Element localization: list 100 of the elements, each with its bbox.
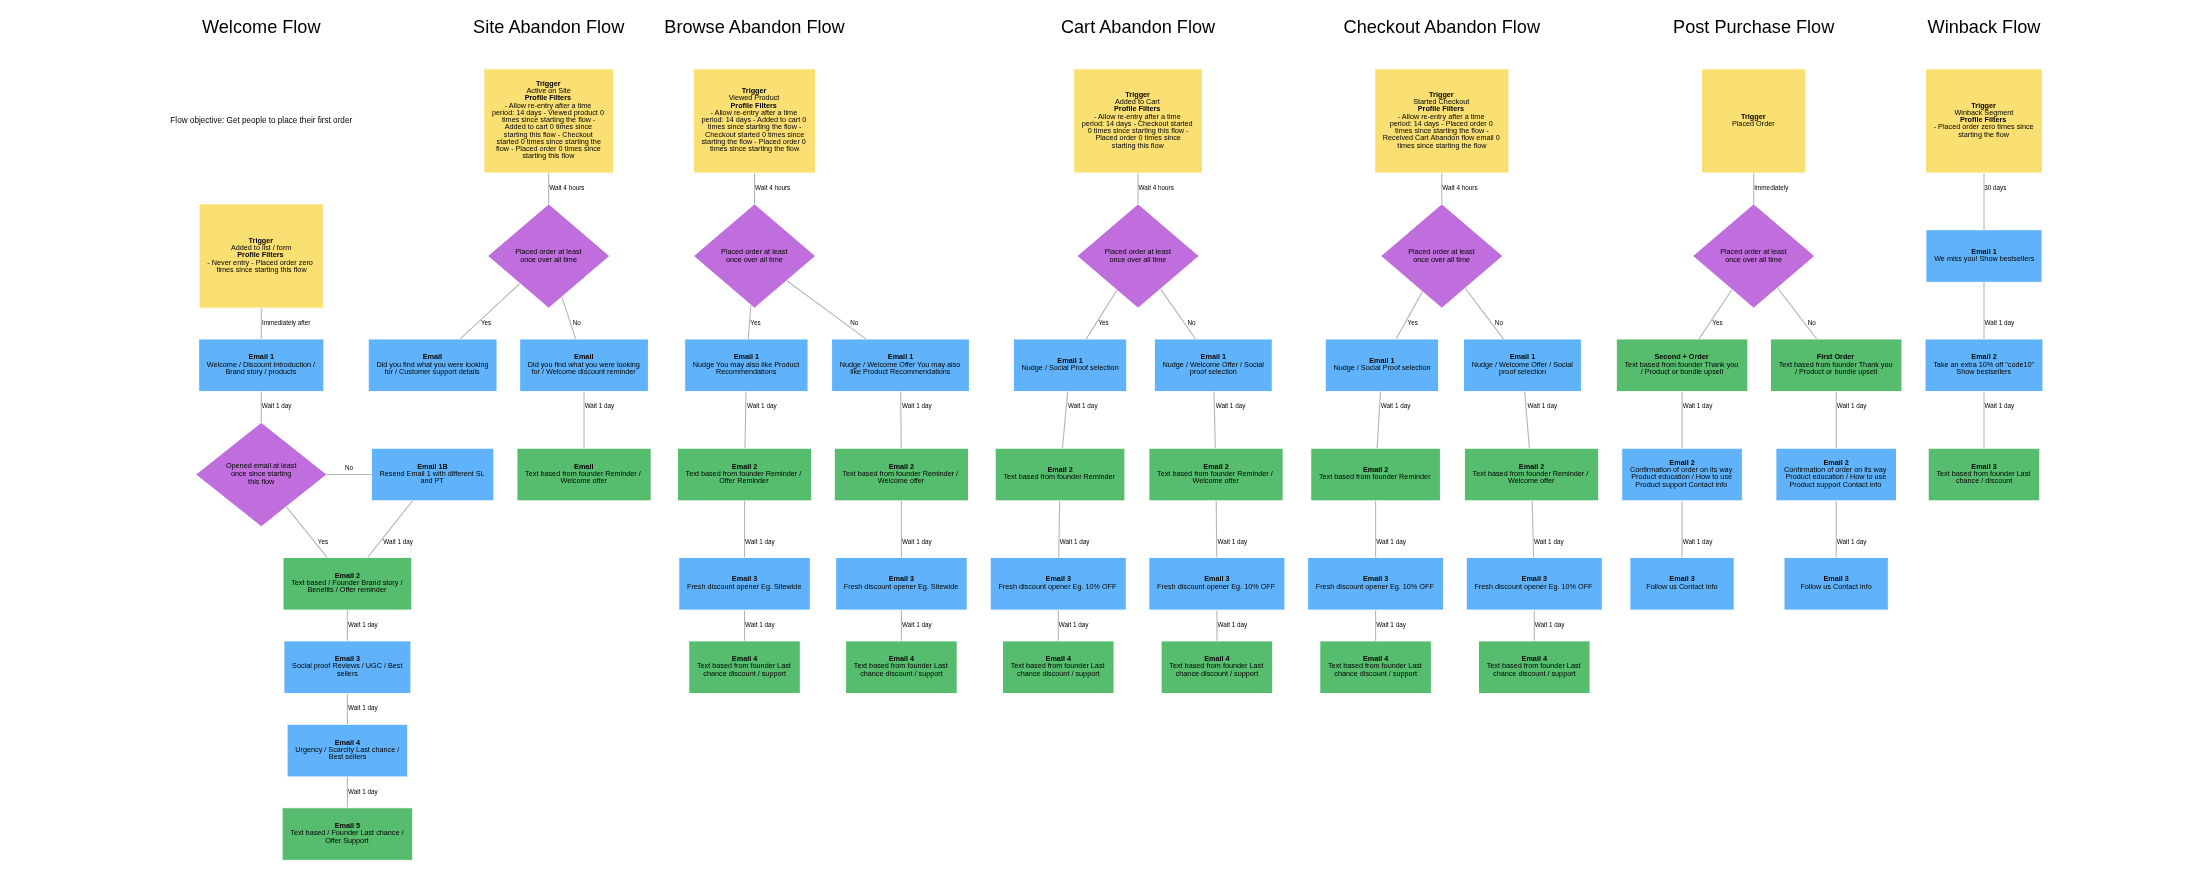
node-box: Trigger Viewed Product Profile Filters - Allow re-entry after a time period: 14 days - Added to cart 0 times since starting the flow - Checkout started 0 times since starting the flow - Placed order 0 times since starting the flow [692,68,816,174]
connector [1752,172,1754,205]
connector [900,500,902,558]
connector [1137,172,1139,205]
connector [899,391,902,449]
node-box: Email 3 Social proof Reviews / UGC / Best sellers [283,640,411,694]
connector [743,391,746,449]
connector [1057,500,1060,558]
node-box: Email 1 Nudge / Welcome Offer / Social proof selection [1462,338,1582,393]
connector [900,609,902,642]
connector [1776,287,1817,340]
node-box: Second + Order Text based from founder Thank you / Product or bundle upsell [1615,338,1748,393]
connector [1374,609,1376,642]
node-box: Email 2 Text based from founder Reminder [1309,447,1441,502]
connector [1835,500,1837,558]
node-box: Email 1 Nudge / Welcome Offer / Social proof selection [1153,338,1273,393]
connector [1061,391,1068,449]
node-box: Email 2 Text based from founder Reminder / Offer Reminder [676,447,812,502]
connector [260,307,262,340]
node-box: Email 2 Text based from founder Reminder / Welcome offer [1463,447,1599,502]
connector [747,304,751,340]
label: Welcome Flow [201,16,321,37]
connector [285,506,328,558]
connector [1523,391,1530,449]
connector [743,500,745,558]
label: Browse Abandon Flow [663,16,845,37]
node-box: Email 4 Text based from founder Last chance discount / support [844,640,958,694]
connector [346,776,348,809]
node-box: Trigger Added to list / form Profile Filters - Never entry - Placed order zero times since starting this flow [198,203,324,309]
node-box: Email 3 Follow us Contact info [1783,557,1889,611]
node-diamond: Placed order at least once over all time [486,203,610,309]
node-box: Email 3 Fresh discount opener Eg. Sitewide [677,557,811,611]
node-box: Email 1 Nudge / Social Proof selection [1012,338,1127,393]
node-box: Trigger Started Checkout Profile Filters - Allow re-entry after a time period: 14 days - Placed order 0 times since starting the flow - Received Cart Abandon flow email 0 times since starting the flow [1373,68,1509,174]
node-box: Trigger Winback Segment Profile Filters - Placed order zero times since starting the flow [1924,68,2043,174]
node-box: Email 3 Fresh discount opener Eg. 10% OFF [989,557,1127,611]
connector [1681,500,1683,558]
node-box: Email 2 Confirmation of order on its way Product education / How to use Product support Contact info [1620,447,1743,502]
connector [346,609,348,642]
node-box: Trigger Added to Cart Profile Filters - Allow re-entry after a time period: 14 days - Checkout started 0 times since starting this flow - Placed order 0 times since starting this flow [1072,68,1203,174]
node-box: Email 4 Text based from founder Last chance discount / support [687,640,801,694]
connector [260,391,262,423]
node-box: Email 4 Text based from founder Last chance discount / support [1001,640,1114,694]
connector [346,693,348,725]
connector [1215,500,1217,558]
label: Winback Flow [1927,16,2040,37]
connector [1835,391,1837,449]
node-box: Email 3 Fresh discount opener Eg. Sitewide [834,557,968,611]
node-box: Email 2 Confirmation of order on its way Product education / How to use Product support Contact info [1774,447,1897,502]
node-diamond: Placed order at least once over all time [1691,203,1815,309]
node-box: Email 5 Text based / Founder Last chance / Offer Support [281,807,413,861]
connector [1531,500,1534,558]
node-box: Email 2 Text based from founder Reminder / Welcome offer [833,447,969,502]
connector [583,391,585,449]
node-box: Email 4 Urgency / Scarcity Last chance / Best sellers [286,723,408,778]
connector [1376,391,1381,449]
label: Post Purchase Flow [1672,16,1834,37]
connector [1395,291,1423,340]
node-box: Email 4 Text based from founder Last chance discount / support [1477,640,1590,694]
node-box: Email 2 Text based from founder Reminder / Welcome offer [1147,447,1284,502]
node-diamond: Placed order at least once over all time [1076,203,1199,309]
connector [1464,287,1504,340]
node-box: Email 2 Text based / Founder Brand story / Benefits / Offer reminder [282,557,412,611]
node-box: Email 4 Text based from founder Last chance discount / support [1160,640,1273,694]
node-diamond: Placed order at least once over all time [1379,203,1503,309]
node-box: Email Text based from founder Reminder / Welcome offer [516,447,652,502]
connector [560,296,576,340]
node-box: Trigger Active on Site Profile Filters - Allow re-entry after a time period: 14 days - Viewed product 0 times since starting the flow - Added to cart 0 times since starting this flow - Checkout started 0 times since starting the flow - Placed order 0 times since starting this flow [482,68,614,174]
connector [1374,500,1376,558]
label: Cart Abandon Flow [1060,16,1215,37]
node-box: Email 1 We miss you! Show bestsellers [1925,229,2042,283]
connector [325,474,372,476]
node-box: Email 1 Nudge You may also like Product Recommendations [683,338,808,393]
node-box: Trigger Placed Order [1700,68,1806,174]
node-box: Email 3 Fresh discount opener Eg. 10% OFF [1147,557,1285,611]
connector [1085,289,1117,340]
connector [1212,391,1216,449]
connector [1982,391,1985,449]
connector [1159,288,1196,340]
node-box: Email 2 Text based from founder Reminder [994,447,1125,502]
node-box: Email 1 Welcome / Discount Introduction / Brand story / products [197,338,324,393]
node-box: Email 1B Resend Email 1 with different SL and PT [370,447,494,502]
connector [1057,609,1059,642]
connector [1215,609,1217,642]
node-box: Email Did you find what you were looking for / Customer support details [367,338,497,393]
node-box: Email 1 Nudge / Welcome Offer You may also like Product Recommendations [830,338,970,393]
connector [743,609,745,642]
connector [1698,289,1732,340]
connector [1681,391,1683,449]
label: Site Abandon Flow [472,16,624,37]
node-box: Email 1 Nudge / Social Proof selection [1324,338,1439,393]
connector [753,172,755,205]
connector [1982,281,1985,340]
node-diamond: Placed order at least once over all time [692,203,816,309]
connector [785,280,866,340]
node-box: Email 2 Take an extra 10% off "code10" Show bestsellers [1924,338,2043,393]
node-box: Email 3 Fresh discount opener Eg. 10% OFF [1306,557,1444,611]
node-box: Email 3 Fresh discount opener Eg. 10% OFF [1465,557,1603,611]
connector [459,283,520,340]
connector [366,500,413,558]
